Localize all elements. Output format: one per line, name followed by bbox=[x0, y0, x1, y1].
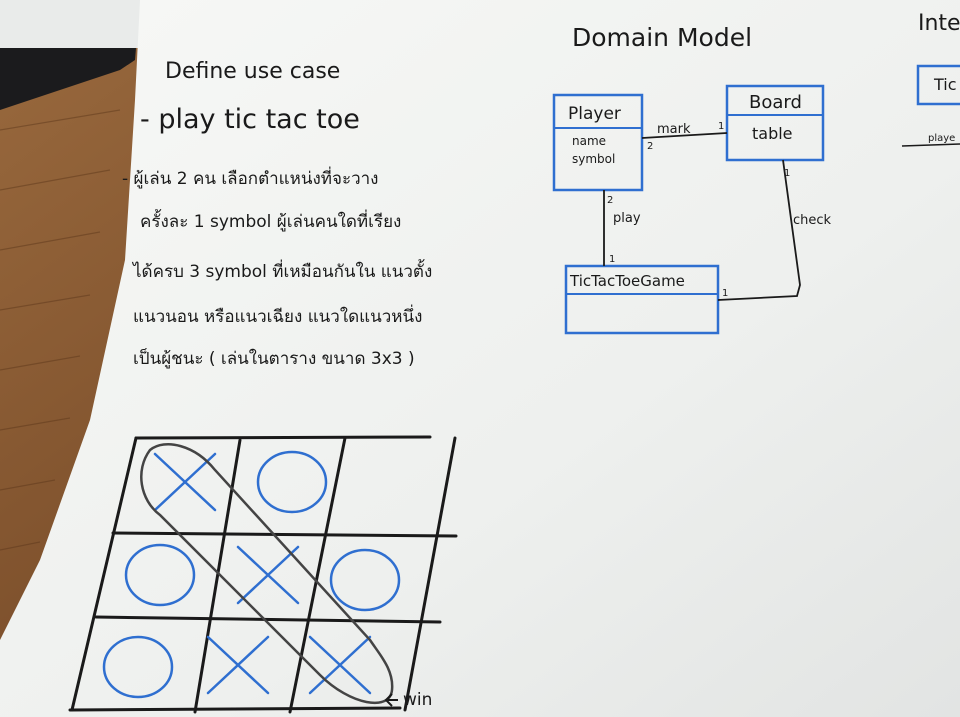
right-edge-label: playe bbox=[928, 133, 955, 144]
notes-heading: Define use case bbox=[165, 59, 340, 84]
x-mark-cell-9 bbox=[308, 635, 372, 695]
assoc-play-player-mult: 2 bbox=[607, 195, 613, 206]
player-class-box bbox=[552, 93, 644, 192]
o-mark-cell-4 bbox=[124, 543, 196, 607]
o-mark-cell-2 bbox=[256, 450, 328, 514]
assoc-mark-board-mult: 1 bbox=[718, 121, 724, 132]
right-edge-title: Inte bbox=[918, 11, 960, 36]
assoc-play-label: play bbox=[613, 211, 641, 226]
game-class-name: TicTacToeGame bbox=[569, 272, 685, 290]
assoc-check-label: check bbox=[793, 213, 832, 228]
thai-note-line-2: ครั้งละ 1 symbol ผู้เล่นคนใดที่เรียง bbox=[140, 209, 401, 232]
right-edge-box bbox=[916, 64, 960, 106]
winning-diagonal-loop bbox=[140, 443, 394, 705]
x-mark-cell-1 bbox=[153, 452, 217, 512]
domain-model-title: Domain Model bbox=[572, 23, 752, 52]
assoc-check-game-mult: 1 bbox=[722, 288, 728, 299]
tic-tac-toe-grid bbox=[68, 435, 458, 714]
thai-note-line-1: - ผู้เล่น 2 คน เลือกตำแหน่งที่จะวาง bbox=[122, 166, 378, 189]
board-class-name: Board bbox=[749, 92, 802, 113]
thai-note-line-3: ได้ครบ 3 symbol ที่เหมือนกันใน แนวตั้ง bbox=[131, 259, 432, 282]
win-arrow bbox=[384, 693, 398, 707]
association-lines bbox=[603, 132, 801, 301]
right-edge-line bbox=[901, 143, 960, 147]
player-class-name: Player bbox=[568, 104, 621, 124]
grid-marks bbox=[102, 450, 401, 699]
player-attr-name: name bbox=[572, 134, 606, 148]
player-attr-symbol: symbol bbox=[572, 152, 615, 166]
white-wall-corner bbox=[0, 0, 140, 48]
board-attr-table: table bbox=[752, 124, 793, 143]
thai-note-line-4: แนวนอน หรือแนวเฉียง แนวใดแนวหนึ่ง bbox=[133, 304, 422, 327]
assoc-mark-player-mult: 2 bbox=[647, 141, 653, 152]
o-mark-cell-7 bbox=[102, 635, 174, 699]
assoc-mark-label: mark bbox=[657, 122, 691, 137]
assoc-check-board-mult: 1 bbox=[784, 168, 790, 179]
wood-grain bbox=[0, 109, 121, 551]
x-mark-cell-5 bbox=[236, 545, 300, 605]
x-mark-cell-8 bbox=[206, 635, 270, 695]
o-mark-cell-6 bbox=[329, 548, 401, 612]
thai-note-line-5: เป็นผู้ชนะ ( เล่นในตาราง ขนาด 3x3 ) bbox=[133, 347, 415, 369]
board-class-box bbox=[725, 84, 825, 162]
right-edge-box-label: Tic bbox=[933, 75, 957, 94]
win-label: win bbox=[403, 690, 432, 710]
assoc-play-game-mult: 1 bbox=[609, 254, 615, 265]
use-case-title: - play tic tac toe bbox=[140, 104, 360, 135]
